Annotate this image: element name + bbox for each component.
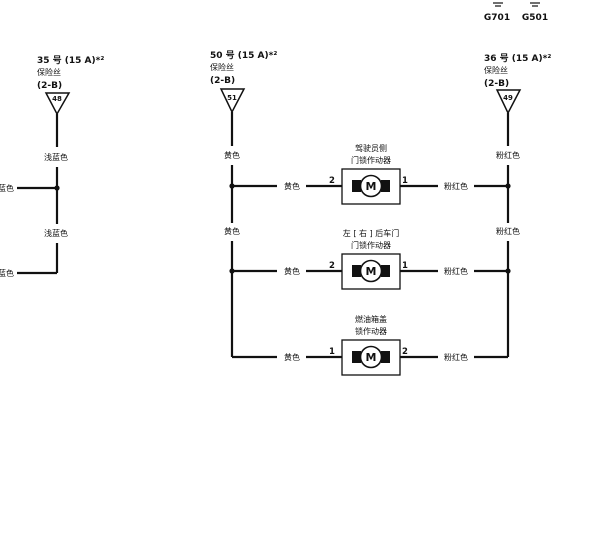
connector-triangle (44, 92, 71, 116)
wire-color-label: 粉红色 (444, 266, 468, 276)
ground-g501: G501 (522, 2, 548, 23)
wire-color-label: 黄色 (224, 226, 240, 236)
fuse-50: 50 号 (15 A)*² 保险丝 (2-B) 51 (210, 50, 277, 114)
connector-number: 48 (52, 95, 62, 103)
actuator-driver-door: 驾驶员侧 门锁作动器 黄色 2 M 1 粉红色 (232, 143, 508, 205)
fuse-title: 36 号 (15 A)*² (484, 53, 551, 64)
motor-symbol: M (366, 180, 377, 193)
wire-color-label: 黄色 (284, 181, 300, 191)
wire-color-label: 粉红色 (496, 226, 520, 236)
ground-label: G701 (484, 13, 510, 23)
actuator-name: 门锁作动器 (351, 155, 391, 165)
ground-label: G501 (522, 13, 548, 23)
wire-color-label: 蓝色 (0, 268, 14, 278)
pin-number: 1 (329, 347, 335, 357)
pin-number: 1 (402, 261, 408, 271)
pin-number: 2 (329, 176, 335, 186)
fuse-title: 35 号 (15 A)*² (37, 55, 104, 66)
actuator-name: 锁作动器 (355, 326, 387, 336)
motor-symbol: M (366, 265, 377, 278)
fuse-label: 保险丝 (484, 65, 508, 75)
fuse-location: (2-B) (37, 81, 62, 91)
fuse-location: (2-B) (484, 79, 509, 89)
motor-symbol: M (366, 351, 377, 364)
actuator-name: 驾驶员侧 (355, 143, 387, 153)
wire-color-label: 粉红色 (444, 352, 468, 362)
wire-color-label: 粉红色 (496, 150, 520, 160)
fuse-label: 保险丝 (210, 62, 234, 72)
fuse-label: 保险丝 (37, 67, 61, 77)
connector-number: 49 (503, 94, 513, 102)
wire-color-label: 粉红色 (444, 181, 468, 191)
pin-number: 2 (329, 261, 335, 271)
fuse-title: 50 号 (15 A)*² (210, 50, 277, 61)
wire-color-label: 蓝色 (0, 183, 14, 193)
actuator-name: 左 [ 右 ] 后车门 (343, 228, 399, 238)
fuse-35: 35 号 (15 A)*² 保险丝 (2-B) 48 (37, 55, 104, 116)
wire-color-label: 黄色 (284, 266, 300, 276)
actuator-name: 燃油箱盖 (355, 314, 387, 324)
pin-number: 2 (402, 347, 408, 357)
connector-number: 51 (227, 94, 237, 102)
wire-color-label: 浅蓝色 (44, 228, 68, 238)
wire-color-label: 浅蓝色 (44, 152, 68, 162)
pin-number: 1 (402, 176, 408, 186)
wire-color-label: 黄色 (284, 352, 300, 362)
connector-triangle (219, 88, 246, 114)
ground-g701: G701 (484, 2, 510, 23)
wire-color-label: 黄色 (224, 150, 240, 160)
actuator-rear-door: 左 [ 右 ] 后车门 门锁作动器 黄色 2 M 1 粉红色 (232, 228, 508, 290)
actuator-name: 门锁作动器 (351, 240, 391, 250)
connector-triangle (495, 89, 522, 115)
actuator-fuel-lid: 燃油箱盖 锁作动器 黄色 1 M 2 粉红色 (232, 314, 508, 376)
fuse-36: 36 号 (15 A)*² 保险丝 (2-B) 49 (484, 53, 551, 115)
fuse-location: (2-B) (210, 76, 235, 86)
